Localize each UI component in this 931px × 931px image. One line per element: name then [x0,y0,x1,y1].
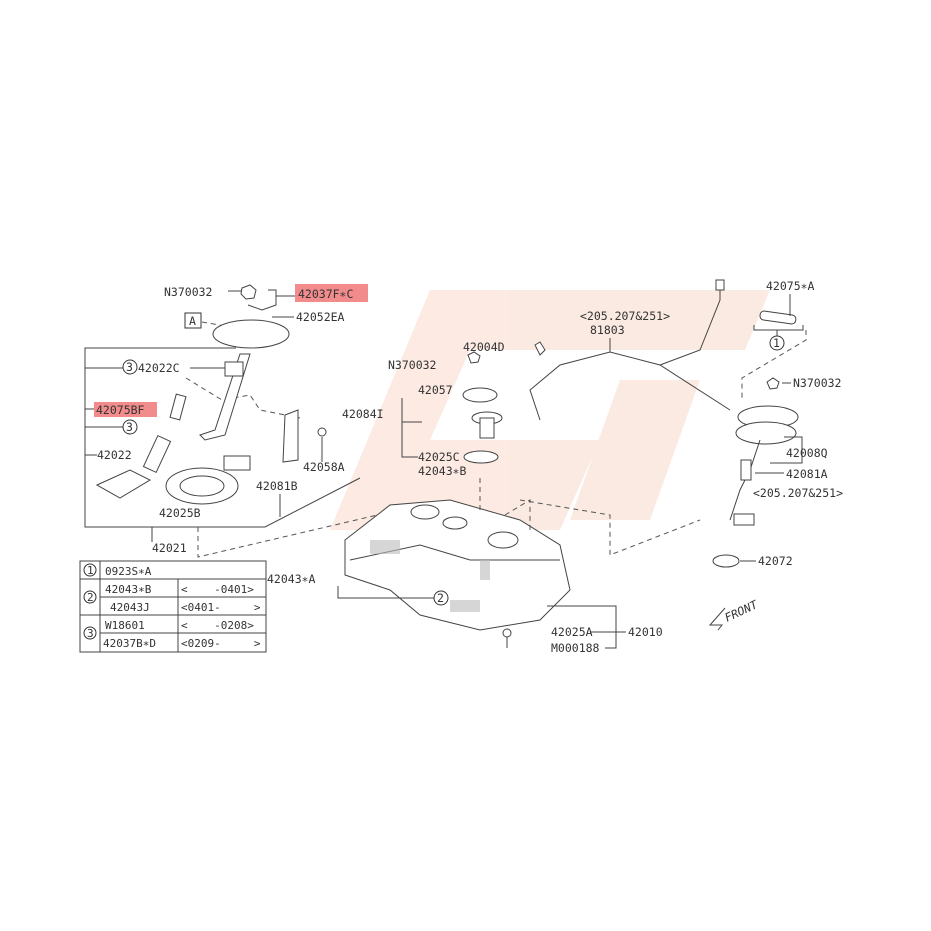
hose-part [169,393,187,421]
left-assembly-frame [84,290,421,558]
label-protector: 42043∗A [267,572,316,586]
view-ref-box [184,312,202,329]
label-plate: 42052EA [296,310,345,324]
label-right-gasket: 42008Q [786,446,828,460]
table-range: <0401- > [181,601,261,614]
pump-connector [224,361,244,377]
label-hose: 42075BF [96,403,145,417]
label-right-hose: 42075∗A [766,279,815,293]
highlight-bracket [295,284,368,302]
highlight-hose [94,402,157,417]
label-harness: 81803 [590,323,625,337]
label-cover: 42043∗B [418,464,467,478]
label-ring: 42057 [418,383,453,397]
label-bracket: 42037F∗C [298,287,353,301]
label-ref3-top: 3 [126,360,133,374]
label-gasket: 42025B [159,506,201,520]
label-right-gasket-2: 42072 [758,554,793,568]
pump-filter [95,469,152,499]
label-bolt: 42058A [303,460,345,474]
table-range: <0209- > [181,637,261,650]
label-right-nut: N370032 [793,376,841,390]
pump-body [142,434,172,474]
label-harness-note: <205.207&251> [580,309,670,323]
ref-circle [122,419,138,435]
table-range: < -0401> [181,583,254,596]
label-ref2: 2 [437,591,444,605]
sender-assembly [708,294,807,631]
label-sender: 42081B [256,479,298,493]
table-ref: 1 [87,564,94,577]
ref-circle [122,359,138,375]
table-part: 0923S∗A [105,565,152,578]
label-gasket-a: 42025A [551,625,593,639]
label-front: FRONT [722,597,760,625]
front-arrow-icon [708,607,726,631]
table-ref: 3 [87,627,94,640]
ref-circle [769,335,785,351]
bracket-part [247,289,277,311]
label-nut: N370032 [164,285,212,299]
table-ref: 2 [87,591,94,604]
watermark-logo [330,290,770,530]
center-parts [337,279,731,649]
table-range: < -0208> [181,619,254,632]
legend-table: 1 2 3 0923S∗A 42043∗B 42043J W18601 4203… [79,560,267,653]
bolt-part [317,427,327,437]
sender-float [223,455,251,471]
label-right-sender: 42081A [786,467,828,481]
label-assembly: 42021 [152,541,187,555]
label-tank: 42010 [628,625,663,639]
label-group: 42084I [342,407,384,421]
label-center-nut: N370032 [388,358,436,372]
label-ref1: 1 [773,336,780,350]
label-clip: 42004D [463,340,505,354]
fuel-pump-assembly [95,284,327,505]
table-part: 42043∗B [105,583,152,596]
label-part-c: 42022C [138,361,180,375]
nut-part [240,284,257,300]
table-part: 42037B∗D [103,637,156,650]
label-pump: 42022 [97,448,132,462]
ref-circle [433,590,449,606]
label-view-ref: A [189,314,196,328]
label-ref3-bottom: 3 [126,420,133,434]
label-gasket-c: 42025C [418,450,460,464]
table-part: W18601 [105,619,145,632]
label-tank-bolt: M000188 [551,641,600,655]
pump-flange [212,319,290,349]
sender-plate [282,409,299,463]
table-part: 42043J [110,601,150,614]
label-right-note: <205.207&251> [753,486,843,500]
